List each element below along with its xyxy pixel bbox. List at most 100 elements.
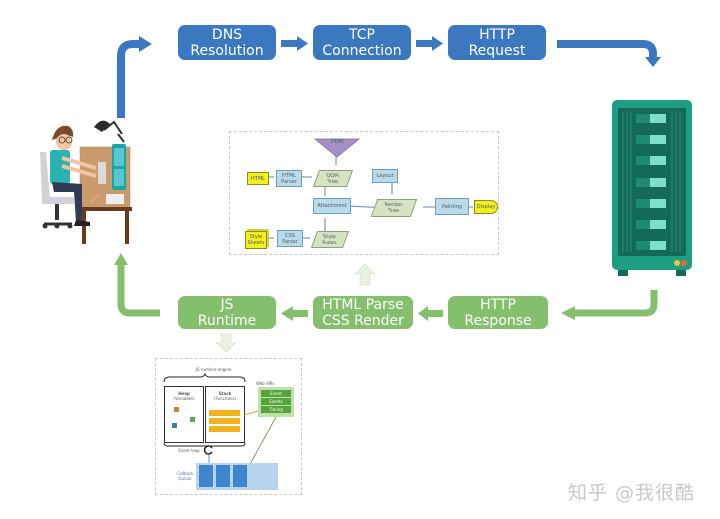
- engine-bottom-brace: [163, 442, 246, 447]
- node-label: HTML: [282, 172, 296, 179]
- html-source-node: HTML: [247, 172, 269, 185]
- heap-object-orange: [174, 407, 179, 412]
- node-label: Parser: [282, 238, 298, 245]
- arrow-tcp-to-http: [416, 40, 433, 47]
- arrow-tcp-to-http-head: [432, 36, 443, 51]
- node-label: CSS: [285, 232, 295, 239]
- step-line1: HTTP: [480, 296, 516, 313]
- node-label: Parser: [281, 178, 297, 185]
- step-line2: Resolution: [190, 42, 264, 59]
- step-line1: HTTP: [479, 26, 515, 43]
- stack-label: Stack: [218, 391, 232, 396]
- node-label-line: Rules: [322, 239, 338, 246]
- node-label-line: DOM: [325, 172, 341, 179]
- node-label-line: Tree: [326, 178, 340, 185]
- painting-node: Painting: [435, 198, 469, 215]
- html-parser-node: HTML Parser: [276, 170, 302, 187]
- server-units: [622, 112, 681, 252]
- http-request-step: HTTP Request: [448, 25, 546, 60]
- arrow-parse-to-render-flow: [354, 263, 376, 286]
- developer-at-desk-icon: [40, 120, 132, 244]
- heap-label: Heap: [178, 391, 190, 396]
- step-line2: Runtime: [197, 312, 257, 329]
- arrow-dns-to-tcp: [281, 40, 298, 47]
- node-label: Attachment: [317, 203, 347, 209]
- html-parse-css-render-step: HTML Parse CSS Render: [313, 296, 413, 329]
- event-loop-label: Event loop: [178, 448, 200, 453]
- attachment-node: Attachment: [313, 198, 351, 214]
- display-node: Display: [474, 200, 498, 214]
- heap-panel: Heap (Variables): [164, 386, 204, 443]
- css-parser-node: CSS Parser: [277, 230, 303, 247]
- node-label: Display: [476, 204, 496, 210]
- dom-triangle-icon: [314, 138, 360, 158]
- stack-sub-label: (Functions): [213, 396, 237, 401]
- node-label: Painting: [441, 203, 463, 210]
- engine-brace: [163, 373, 246, 383]
- stack-frame: [209, 426, 240, 432]
- queue-item: [216, 465, 230, 487]
- step-line1: JS: [220, 296, 234, 313]
- web-api-item: Timing: [261, 406, 291, 413]
- arrow-http-to-server-head: [645, 57, 661, 67]
- step-line1: DNS: [211, 26, 243, 43]
- step-line1: HTML Parse: [322, 296, 404, 313]
- node-label: Style: [249, 234, 263, 240]
- js-runtime-diagram: JS runtime engine Heap (Variables) Stack…: [155, 358, 302, 495]
- web-api-item: Events: [261, 398, 291, 405]
- web-api-item: Event: [261, 390, 291, 397]
- server-rack-icon: [612, 100, 692, 276]
- watermark: 知乎 @我很酷: [568, 482, 696, 504]
- web-apis-label: Web APIs: [256, 381, 275, 386]
- web-apis-panel: Event Events Timing: [258, 387, 294, 417]
- stack-frame: [209, 418, 240, 424]
- layout-node: Layout: [372, 169, 398, 183]
- heap-object-blue: [172, 423, 177, 428]
- arrow-parse-to-js-head: [281, 306, 293, 321]
- node-label: Layout: [376, 173, 394, 179]
- event-loop-icon: [204, 445, 213, 455]
- queue-item: [233, 465, 247, 487]
- callback-queue-label: Callback Queue: [174, 471, 196, 481]
- style-sheets-node: Style Sheets: [245, 231, 267, 249]
- dns-resolution-step: DNS Resolution: [178, 25, 276, 60]
- step-line2: CSS Render: [322, 312, 404, 329]
- label-line: Queue: [178, 476, 192, 481]
- arrow-response-to-parse: [427, 310, 443, 317]
- heap-sub-label: (Variables): [173, 396, 195, 401]
- node-label: Sheets: [247, 240, 265, 246]
- arrow-js-to-engine: [214, 333, 238, 353]
- arrow-user-to-dns-head: [139, 36, 152, 52]
- arrow-server-to-response-head: [561, 306, 575, 320]
- render-flow-connectors: [266, 152, 473, 239]
- arrow-js-to-user-head: [114, 253, 128, 265]
- stack-frame: [209, 410, 240, 416]
- arrow-parse-to-js: [292, 310, 308, 317]
- node-label: HTML: [251, 175, 265, 182]
- arrow-http-to-server: [557, 40, 657, 58]
- arrow-response-to-parse-head: [418, 306, 428, 321]
- arrow-server-to-response: [574, 290, 658, 317]
- step-line1: TCP: [349, 26, 375, 43]
- engine-label: JS runtime engine: [195, 367, 232, 372]
- arrow-js-to-user: [117, 264, 160, 317]
- label-line: Callback: [176, 471, 194, 476]
- node-label-line: Style: [322, 233, 338, 240]
- arrow-user-to-dns: [117, 40, 140, 118]
- dom-label: DOM: [330, 139, 344, 145]
- http-response-step: HTTP Response: [448, 296, 548, 329]
- queue-item: [199, 465, 213, 487]
- node-label-line: Tree: [387, 208, 401, 214]
- js-runtime-step: JS Runtime: [178, 296, 276, 329]
- step-line2: Connection: [322, 42, 402, 59]
- step-line2: Response: [464, 312, 532, 329]
- callback-queue: [196, 463, 278, 490]
- heap-object-green: [190, 417, 195, 422]
